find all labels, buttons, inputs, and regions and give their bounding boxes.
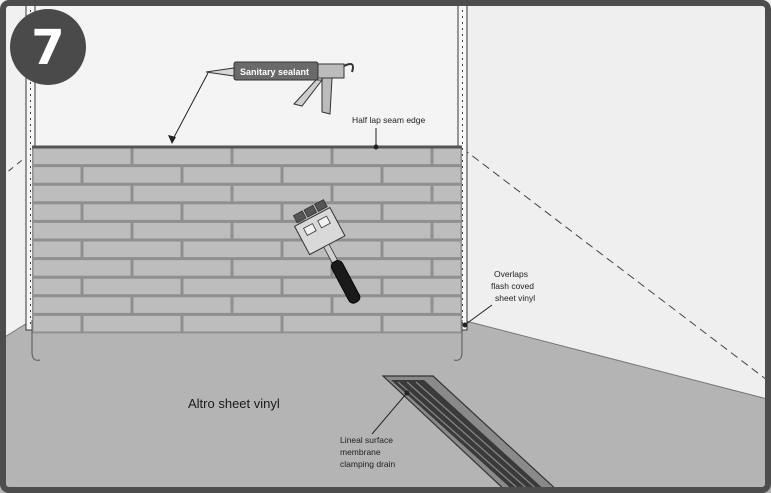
drain-label-line-3: clamping drain [340,459,396,469]
wall-tile [133,222,231,239]
seam-roller-icon [292,199,361,304]
wall-tile [383,204,461,220]
caulking-gun-icon [205,61,354,115]
wall-tile [383,167,461,183]
wall-tile [183,241,281,258]
seam-edge-label: Half lap seam edge [352,115,426,125]
wall-tile [33,278,81,295]
wall-tile [283,278,381,295]
wall-tile [183,167,281,183]
wall-tile [83,315,181,332]
wall-tile [333,148,431,165]
sealant-label: Sanitary sealant [240,67,309,77]
floor [0,320,771,493]
wall-tile [233,260,331,276]
wall-tile [183,278,281,295]
wall-tile [83,167,181,183]
wall-tile [33,167,81,183]
drain-line [371,393,407,435]
sealant-callout-arrow [168,135,176,144]
drain-dot [404,390,410,396]
wall-tile [283,315,381,332]
wall-tile [83,241,181,258]
step-number: 7 [31,20,64,76]
wall-tile [33,315,81,332]
overlaps-dot [462,322,468,328]
tile-wall [32,145,462,333]
wall-tile [33,260,131,276]
linear-drain-icon [381,375,561,493]
wall-tile [333,185,431,202]
wall-tile [233,297,331,313]
wall-tile [383,315,461,332]
wall-tile [33,185,131,202]
wall-tile [33,148,131,165]
wall-tile [283,167,381,183]
wall-tile [133,297,231,313]
wall-tile [83,204,181,220]
wall-tile [33,222,131,239]
wall-tile [333,222,431,239]
overlaps-label-line-3: sheet vinyl [495,293,535,303]
wall-tile [433,148,461,165]
wall-tile [383,241,461,258]
wall-tile [133,185,231,202]
step-badge: 7 [10,9,86,85]
wall-tile [133,260,231,276]
floor-edge-right [461,319,771,401]
right-wall [462,0,771,400]
wall-tile [233,185,331,202]
wall-tile [433,185,461,202]
sealant-callout-line [171,72,209,142]
wall-tile [183,204,281,220]
cove-left [31,320,41,361]
wall-tile [233,148,331,165]
wall-tile [133,148,231,165]
wall-tile [183,315,281,332]
wall-tile [433,222,461,239]
floor-label: Altro sheet vinyl [188,396,280,411]
wall-tile [333,260,431,276]
wall-tile [33,204,81,220]
wall-tile [383,278,461,295]
wall-tile [33,241,81,258]
seam-edge-dot [373,144,379,150]
wall-tile [33,297,131,313]
cove-right [453,320,463,361]
wall-tile [83,278,181,295]
wall-tile [433,260,461,276]
drain-label-line-1: Lineal surface [340,435,393,445]
drain-label-line-2: membrane [340,447,381,457]
overlaps-label-line-1: Overlaps [494,269,528,279]
overlaps-label-line-2: flash coved [491,281,534,291]
wall-tile [433,297,461,313]
overlaps-line [465,304,493,325]
